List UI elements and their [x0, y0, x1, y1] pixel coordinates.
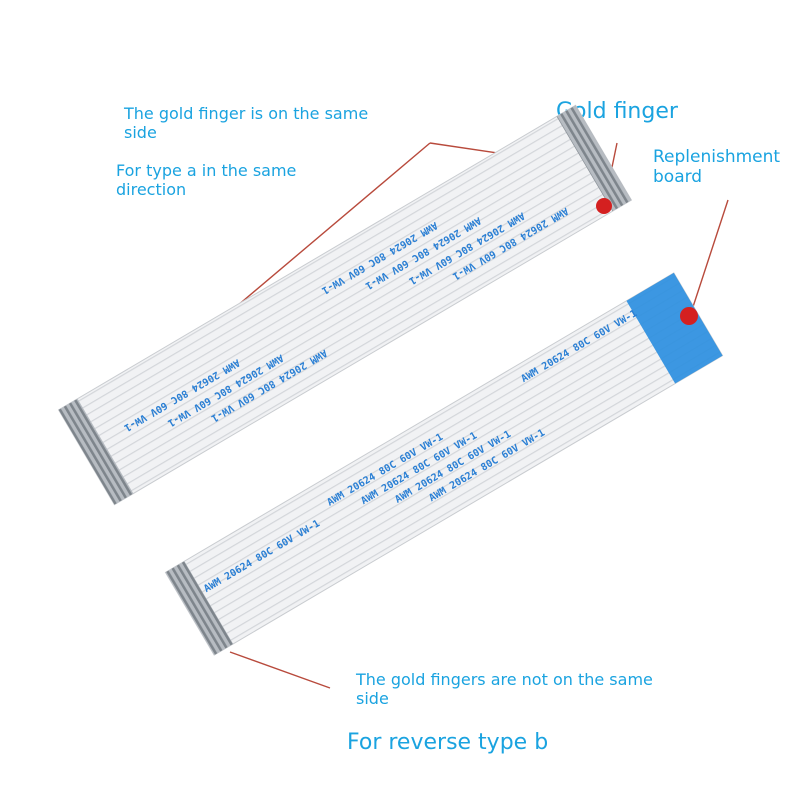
cable-a-gold-finger-right — [556, 105, 632, 212]
type-a-label: For type a in the same direction — [116, 161, 297, 200]
replenishment-marker-dot — [680, 307, 698, 325]
cable-b-gold-finger — [165, 561, 234, 656]
leader-line-type-b-bottom — [229, 651, 331, 689]
not-same-side-label: The gold fingers are not on the same sid… — [356, 670, 653, 709]
cable-a-gold-finger-left — [58, 398, 134, 505]
replenishment-board-label: Replenishment board — [653, 147, 781, 188]
leader-line-replenishment — [689, 199, 729, 317]
cable-type-b: AWM 20624 80C 60V VW-1 AWM 20624 80C 60V… — [164, 272, 724, 656]
type-b-label: For reverse type b — [347, 730, 549, 755]
cable-b-stiffener — [626, 272, 723, 384]
gold-finger-marker-dot — [596, 198, 612, 214]
same-side-label: The gold finger is on the same side — [124, 104, 369, 143]
